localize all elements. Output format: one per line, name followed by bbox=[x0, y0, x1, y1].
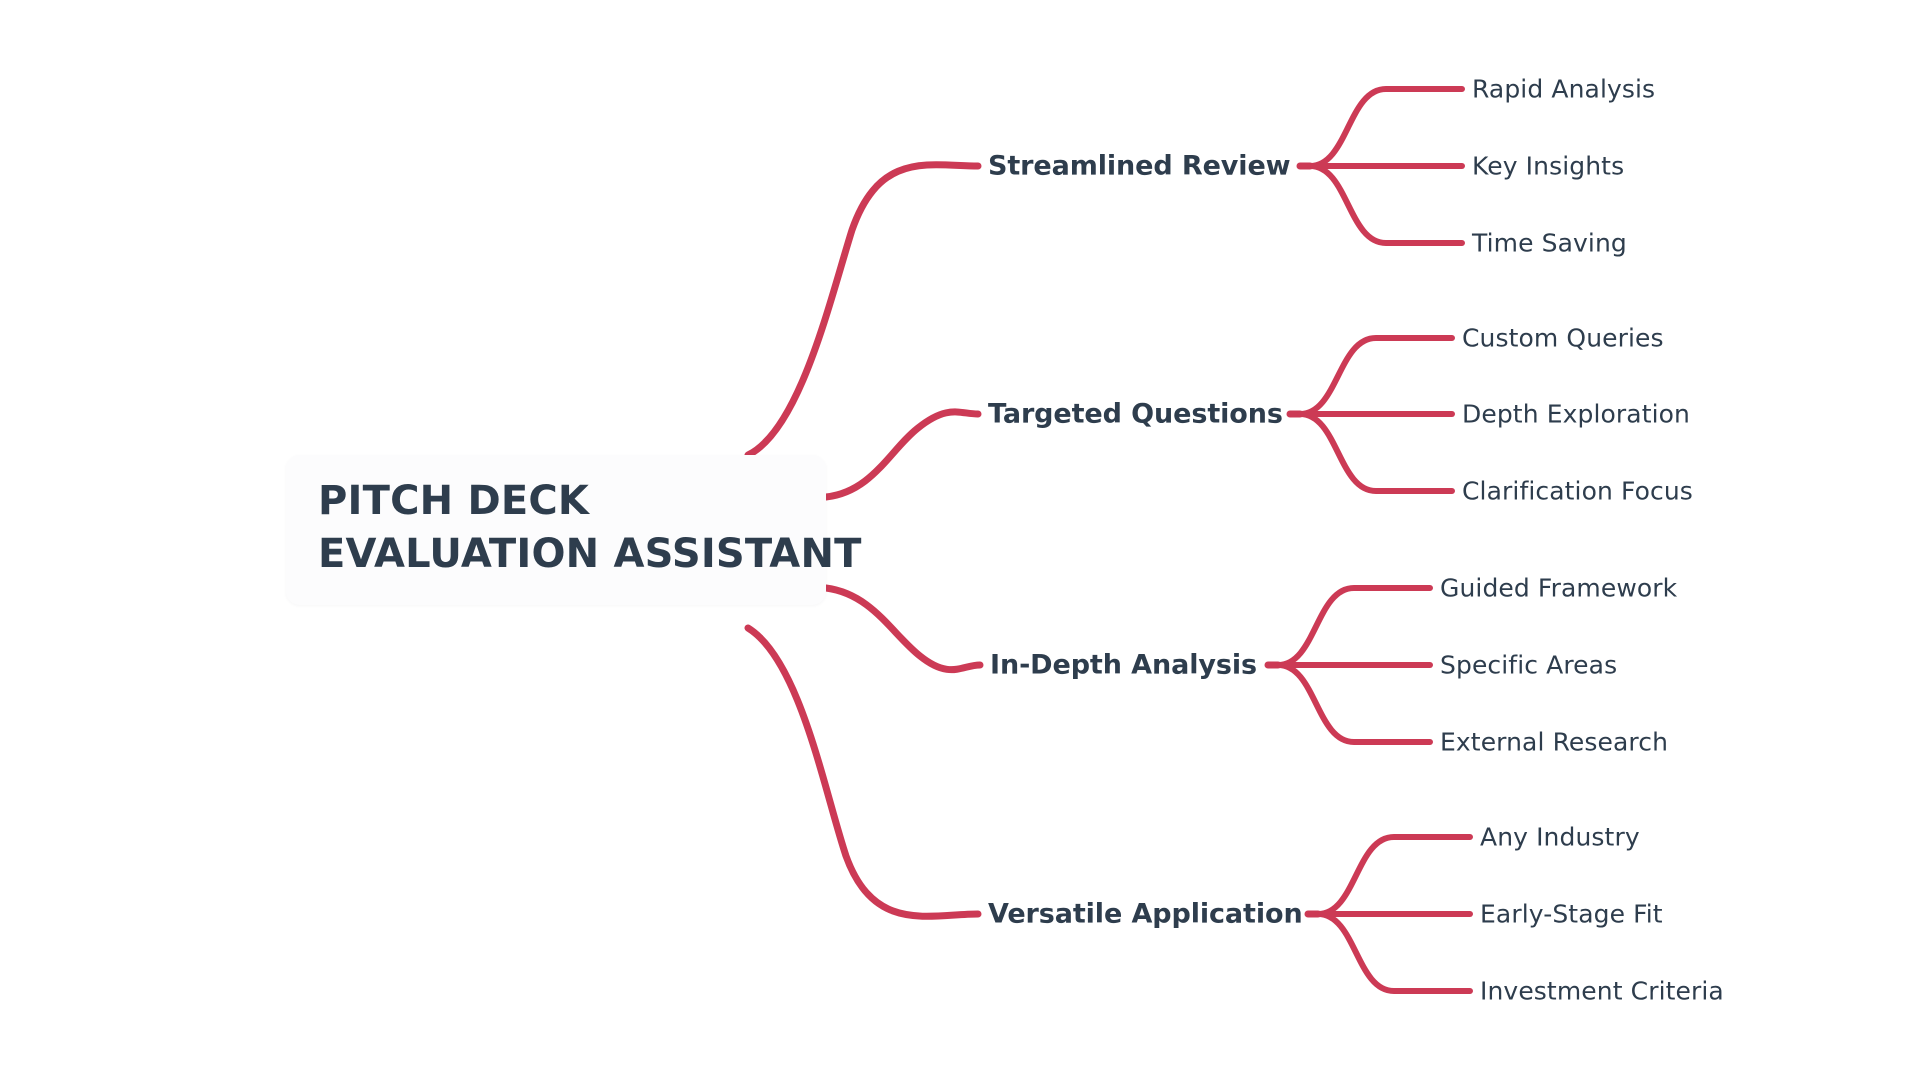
leaf-connector-time-saving bbox=[1307, 163, 1465, 246]
leaf-connector-guided-framework bbox=[1275, 585, 1433, 668]
branch-label-streamlined-review[interactable]: Streamlined Review bbox=[988, 150, 1291, 182]
leaf-label-any-industry[interactable]: Any Industry bbox=[1480, 822, 1640, 852]
root-node[interactable]: PITCH DECK EVALUATION ASSISTANT bbox=[286, 455, 862, 605]
leaf-label-depth-exploration[interactable]: Depth Exploration bbox=[1462, 399, 1690, 429]
leaf-label-custom-queries[interactable]: Custom Queries bbox=[1462, 323, 1664, 353]
leaf-label-early-stage-fit[interactable]: Early-Stage Fit bbox=[1480, 899, 1663, 929]
leaf-connector-group bbox=[1264, 86, 1473, 994]
leaf-label-guided-framework[interactable]: Guided Framework bbox=[1440, 573, 1678, 603]
branch-label-versatile-application[interactable]: Versatile Application bbox=[988, 898, 1303, 930]
leaf-label-clarification-focus[interactable]: Clarification Focus bbox=[1462, 476, 1693, 506]
branch-label-targeted-questions[interactable]: Targeted Questions bbox=[988, 398, 1283, 430]
root-title-line-2: EVALUATION ASSISTANT bbox=[318, 531, 862, 577]
branch-label-in-depth-analysis[interactable]: In-Depth Analysis bbox=[990, 649, 1257, 681]
leaf-label-time-saving[interactable]: Time Saving bbox=[1472, 228, 1627, 258]
branch-connector-versatile-application bbox=[744, 624, 982, 920]
leaf-label-specific-areas[interactable]: Specific Areas bbox=[1440, 650, 1618, 680]
leaf-connector-external-research bbox=[1275, 662, 1433, 745]
leaf-connector-rapid-analysis bbox=[1307, 86, 1465, 169]
leaf-label-external-research[interactable]: External Research bbox=[1440, 727, 1669, 757]
leaf-label-key-insights[interactable]: Key Insights bbox=[1472, 151, 1625, 181]
leaf-connector-any-industry bbox=[1315, 834, 1473, 917]
leaf-connector-clarification-focus bbox=[1297, 411, 1455, 494]
leaf-label-investment-criteria[interactable]: Investment Criteria bbox=[1480, 976, 1724, 1006]
leaf-label-rapid-analysis[interactable]: Rapid Analysis bbox=[1472, 74, 1656, 104]
root-title-line-1: PITCH DECK bbox=[318, 477, 590, 524]
branch-connector-in-depth-analysis bbox=[822, 584, 984, 674]
branch-connector-streamlined-review bbox=[744, 161, 982, 459]
leaf-connector-investment-criteria bbox=[1315, 911, 1473, 994]
branch-connector-targeted-questions bbox=[822, 408, 982, 501]
leaf-connector-custom-queries bbox=[1297, 335, 1455, 417]
